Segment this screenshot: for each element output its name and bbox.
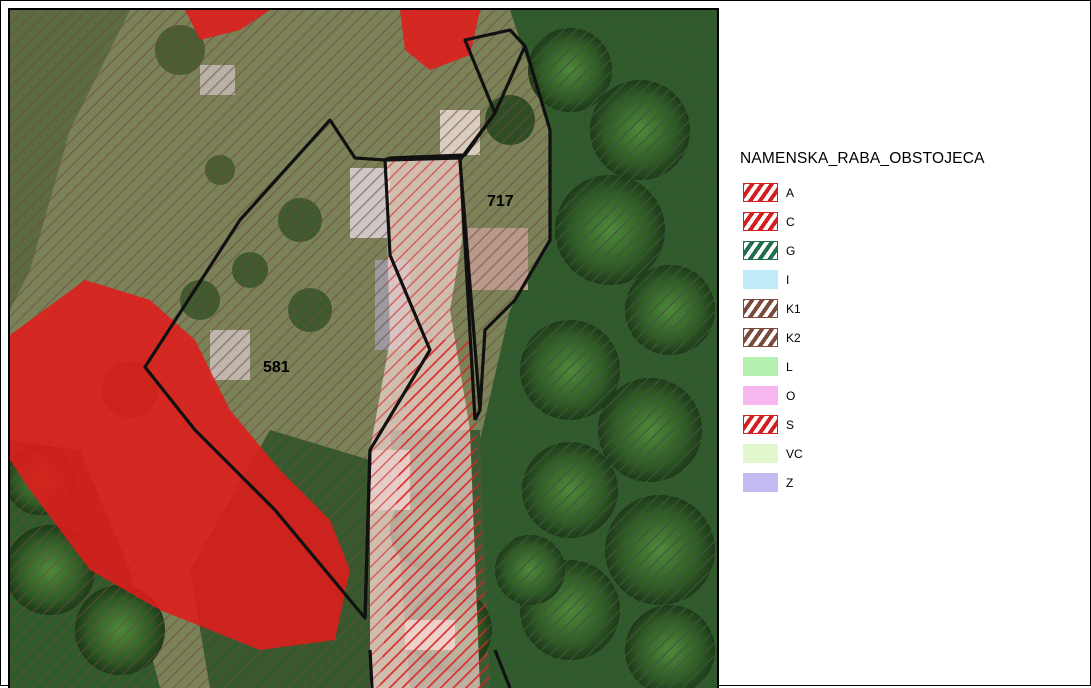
legend-swatch-i: [743, 270, 778, 289]
legend-swatch-vc: [743, 444, 778, 463]
legend-label: G: [786, 243, 796, 258]
legend-item-g: G: [740, 236, 1085, 265]
red-zone-west[interactable]: [10, 280, 350, 650]
legend-title: NAMENSKA_RABA_OBSTOJECA: [740, 150, 985, 167]
legend-label: K2: [786, 330, 801, 345]
parcel-581-outline[interactable]: [143, 45, 527, 620]
legend-item-a: A: [740, 178, 1085, 207]
legend-label: C: [786, 214, 795, 229]
legend-item-i: I: [740, 265, 1085, 294]
parcel-outlines: [143, 28, 552, 688]
legend-swatch-g: [743, 241, 778, 260]
legend-label: S: [786, 417, 795, 432]
legend-swatch-k2: [743, 328, 778, 347]
legend-label: Z: [786, 475, 794, 490]
legend-swatch-z: [743, 473, 778, 492]
legend-item-vc: VC: [740, 439, 1085, 468]
legend-item-c: C: [740, 207, 1085, 236]
legend-item-k2: K2: [740, 323, 1085, 352]
legend-item-l: L: [740, 352, 1085, 381]
legend-item-k1: K1: [740, 294, 1085, 323]
legend-swatch-s: [743, 415, 778, 434]
parcel-label-717: 717: [487, 193, 514, 210]
legend-label: I: [786, 272, 790, 287]
legend-item-s: S: [740, 410, 1085, 439]
legend-item-o: O: [740, 381, 1085, 410]
legend-label: L: [786, 359, 793, 374]
parcel-label-581: 581: [263, 359, 290, 376]
legend-label: VC: [786, 446, 803, 461]
red-zone-north-a[interactable]: [185, 10, 270, 40]
legend-swatch-o: [743, 386, 778, 405]
legend-label: O: [786, 388, 796, 403]
legend-label: K1: [786, 301, 801, 316]
forest-hatch: [480, 10, 717, 688]
legend-label: A: [786, 185, 795, 200]
aerial-map[interactable]: 581 717: [10, 10, 717, 688]
map-panel[interactable]: 581 717: [8, 8, 719, 688]
legend-item-z: Z: [740, 468, 1085, 497]
legend-swatch-l: [743, 357, 778, 376]
legend-swatch-a: [743, 183, 778, 202]
legend-swatch-c: [743, 212, 778, 231]
red-zone-north-b[interactable]: [400, 10, 480, 70]
road-red-hatch: [380, 340, 490, 688]
legend-swatch-k1: [743, 299, 778, 318]
